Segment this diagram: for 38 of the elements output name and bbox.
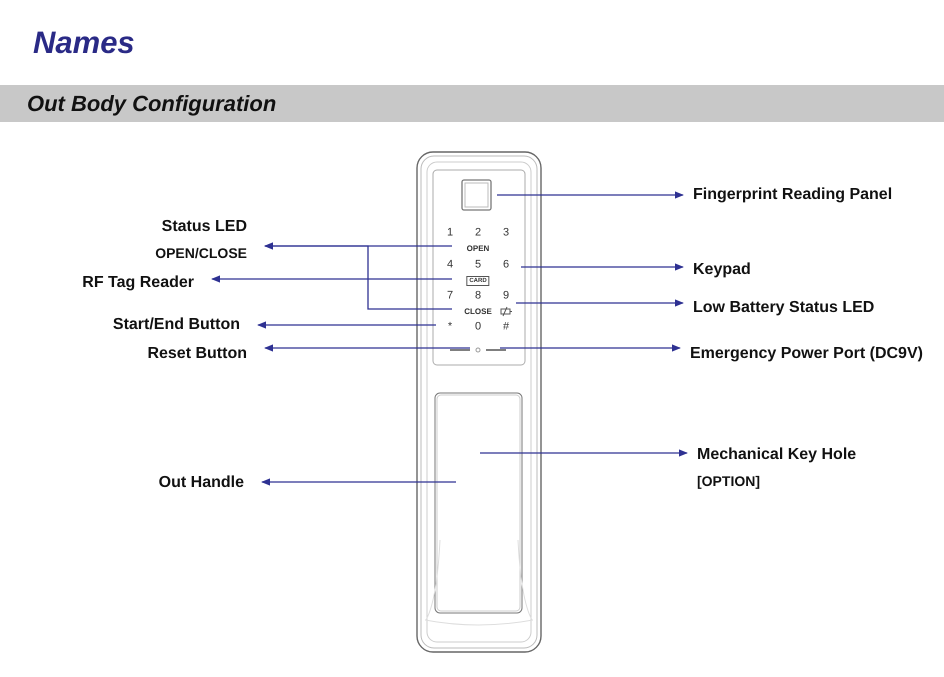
key-label: 8 (474, 290, 482, 302)
key-caption: OPEN (466, 245, 490, 253)
key-label: 0 (474, 322, 482, 332)
leader-arrow (497, 191, 684, 199)
key-label: 7 (446, 290, 454, 302)
callout-label: Reset Button (147, 343, 265, 365)
callout-note: OPEN/CLOSE (155, 244, 247, 263)
key-label: # (502, 322, 510, 332)
page-title: Names (33, 25, 135, 61)
callout-label: Status LED (160, 217, 247, 237)
key-label: 4 (446, 260, 454, 270)
callout-label: Keypad (683, 259, 751, 281)
callout-label: RF Tag Reader (82, 272, 212, 294)
key-label: * (448, 322, 452, 332)
leader-arrow (257, 321, 436, 329)
key-label: 5 (474, 260, 482, 270)
callout-label: Start/End Button (112, 314, 258, 336)
key-caption: CLOSE (464, 308, 492, 316)
leader-arrow (211, 275, 452, 283)
key-label: 2 (474, 228, 482, 238)
key-label: 3 (502, 228, 510, 238)
callout-note: [OPTION] (697, 472, 761, 491)
leader-arrow (264, 242, 452, 310)
key-label: 1 (446, 228, 454, 238)
callout-label: Fingerprint Reading Panel (683, 184, 892, 206)
key-label: 6 (502, 260, 510, 270)
leader-arrow (500, 344, 681, 352)
leader-arrow (480, 449, 688, 457)
leader-arrow (521, 263, 684, 271)
leader-arrow (516, 299, 684, 307)
leader-arrow (261, 478, 456, 486)
callout-label: Mechanical Key Hole (697, 445, 856, 465)
key-label: 9 (502, 290, 510, 302)
callout-label: Out Handle (158, 472, 262, 494)
callout-label: Emergency Power Port (DC9V) (680, 343, 923, 365)
callout-label: Low Battery Status LED (683, 297, 874, 319)
section-header-band: Out Body Configuration (0, 85, 944, 122)
leader-arrow (264, 344, 470, 352)
